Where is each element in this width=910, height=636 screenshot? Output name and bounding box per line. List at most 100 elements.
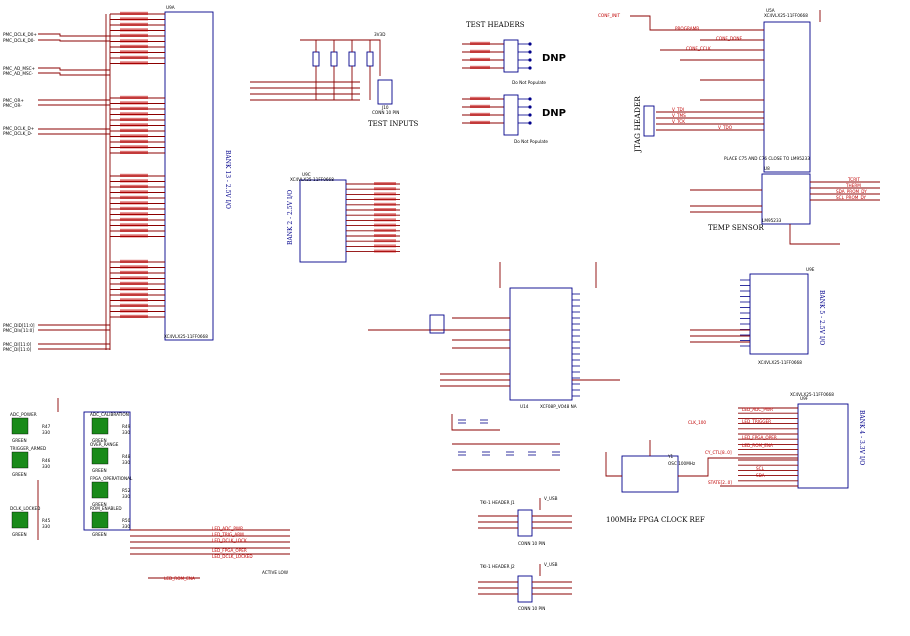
u9c-bank-label: BANK 2 - 2.5V I/O xyxy=(287,190,294,245)
u5a-ref: U5A xyxy=(766,8,775,13)
j10-part: CONN 10 PIN xyxy=(372,110,399,115)
net-label: PMC_DCLK_D0- xyxy=(3,38,35,43)
led-color: GREEN xyxy=(12,532,27,537)
net-label: PMC_DCLK_D+ xyxy=(3,126,35,131)
jtag-header-title: JTAG HEADER xyxy=(633,96,642,153)
u9f-net: LED_ADC_PWR xyxy=(742,407,773,412)
net-label: PMC_DID[11:0] xyxy=(3,323,35,328)
led-label: DCLK_LOCKED xyxy=(10,506,40,511)
led-indicator xyxy=(11,451,29,469)
pin-dot xyxy=(528,97,532,101)
led-net-labels: LED_ADC_PWR LED_TRIG_ARM LED_DCLK_LOCK L… xyxy=(130,526,290,581)
led-indicator xyxy=(91,481,109,499)
net-tag xyxy=(120,234,148,238)
net-tag xyxy=(374,228,396,232)
led-resistor-ref: R48 xyxy=(122,454,131,459)
led-resistor-ref: R52 xyxy=(122,488,131,493)
jtag-net: V_TDO xyxy=(718,125,733,130)
net-label: PMC_DI[11:0] xyxy=(3,347,32,352)
led-resistor-ref: R47 xyxy=(42,424,51,429)
y1-part: OSC 100MHz xyxy=(668,461,696,466)
led-resistor-value: 330 xyxy=(122,524,130,529)
pin-dot xyxy=(528,42,532,46)
net-tag xyxy=(120,287,148,291)
net-tag xyxy=(120,195,148,199)
test-headers-title: TEST HEADERS xyxy=(466,21,525,29)
test-headers-block: TEST HEADERS DNP DNP Do Not Populate Do … xyxy=(462,21,566,144)
led-label: TRIGGER_ARMED xyxy=(9,446,46,451)
net-tag xyxy=(120,217,148,221)
pin-dot xyxy=(528,121,532,125)
prog-net: CONF_INIT xyxy=(598,13,620,18)
u9f-net: LED_FPGA_OPER xyxy=(742,435,777,440)
net-tag xyxy=(120,106,148,110)
net-tag xyxy=(374,218,396,222)
temp-net: SDA_PROM_DY xyxy=(836,189,867,194)
net-tag xyxy=(120,223,148,227)
led-color: GREEN xyxy=(92,532,107,537)
fpga-bank-u9a: U9A XC4VLX25-11FF0668 BANK 13 - 2.5V I/O xyxy=(164,5,231,341)
led-indicator xyxy=(91,447,109,465)
net-tag xyxy=(120,173,148,177)
net-tag xyxy=(120,309,148,313)
led-indicator xyxy=(11,417,29,435)
led-resistor-value: 330 xyxy=(42,430,50,435)
net-tag xyxy=(120,314,148,318)
temp-net: THERM xyxy=(845,183,861,188)
u9e-bank-label: BANK 5 - 2.5V I/O xyxy=(818,290,825,345)
led-resistor-ref: R50 xyxy=(122,518,131,523)
net-tag xyxy=(120,292,148,296)
u9e-pin-wires xyxy=(690,279,750,347)
u5a-part: XC4VLX25-11FF0668 xyxy=(764,13,808,18)
net-tag xyxy=(374,192,396,196)
led-color: GREEN xyxy=(92,468,107,473)
net-tag xyxy=(120,281,148,285)
net-tag xyxy=(120,11,148,15)
led-label: ADC_CALIBRATION xyxy=(90,412,129,417)
pin-dot xyxy=(528,113,532,117)
jtag-net: V_TMS xyxy=(672,113,686,118)
net-tag xyxy=(120,179,148,183)
do-not-populate-2: Do Not Populate xyxy=(514,139,548,144)
net-tag xyxy=(470,120,490,124)
led-resistor-value: 330 xyxy=(122,494,130,499)
u9f-pin-wires xyxy=(738,407,798,482)
net-tag xyxy=(470,49,490,53)
u9c-ref: U9C xyxy=(302,172,311,177)
net-tag xyxy=(120,117,148,121)
net-tag xyxy=(120,228,148,232)
u9e-ref: U9E xyxy=(806,267,815,272)
pmc-left-labels: PMC_DCLK_D0+ PMC_DCLK_D0- PMC_AD_MSC+ PM… xyxy=(3,32,37,352)
prog-net: CONF_DONE xyxy=(716,36,743,41)
u14-pin-wires xyxy=(572,293,580,397)
led-net: LED_DCLK_LOCK xyxy=(212,538,247,543)
net-tag xyxy=(374,239,396,243)
net-tag xyxy=(120,150,148,154)
net-tag xyxy=(120,190,148,194)
net-tag xyxy=(120,33,148,37)
pin-dot xyxy=(528,58,532,62)
pin-dot xyxy=(528,50,532,54)
net-tag xyxy=(120,134,148,138)
led-indicator xyxy=(91,417,109,435)
led-resistor-value: 330 xyxy=(42,524,50,529)
led-label: ADC_POWER xyxy=(10,412,37,417)
power-vusb: V_USB xyxy=(544,562,558,567)
net-tag xyxy=(374,208,396,211)
led-color: GREEN xyxy=(92,502,107,507)
fpga-config-u5a: U5A XC4VLX25-11FF0668 PROGRAMB CONF_DONE… xyxy=(598,8,821,173)
prog-net: CONF_CCLK xyxy=(686,46,711,51)
net-label: PMC_DCLK_D0+ xyxy=(3,32,37,37)
jtag-note: PLACE C75 AND C76 CLOSE TO LM95233 xyxy=(724,156,810,161)
net-tag xyxy=(120,28,148,32)
j10-ref: J10 xyxy=(381,105,389,110)
u9c-part: XC4VLX25-11FF0668 xyxy=(290,177,334,182)
net-tag xyxy=(120,112,148,116)
led-resistor-ref: R45 xyxy=(42,518,51,523)
net-tag xyxy=(120,128,148,132)
clock-ref-title: 100MHz FPGA CLOCK REF xyxy=(606,516,705,524)
net-label: PMC_AD_MSC- xyxy=(3,71,34,76)
jtag-net: V_TDI xyxy=(672,107,684,112)
resistor xyxy=(348,51,356,67)
